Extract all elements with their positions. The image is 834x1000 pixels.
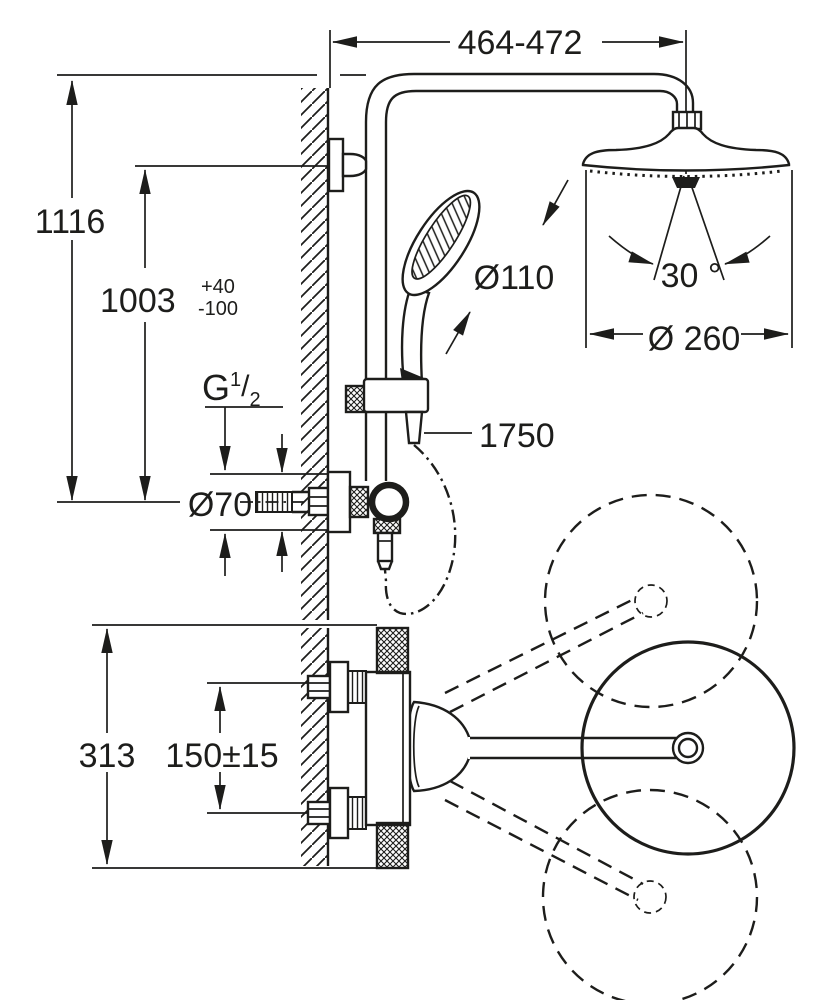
supply-spacing-label: 150±15 [165,737,278,775]
hand-shower-face [411,194,472,280]
thread-size-label: G1/2 [202,367,261,411]
hose-length-label: 1750 [479,417,555,455]
wall-section [301,88,330,620]
headshower-position-down-dashed [541,788,759,1000]
thermostat-handle-right [375,821,410,870]
top-width-label: 464-472 [458,24,583,62]
hose-length-dimension: 1750 [424,417,555,455]
hand-shower [400,189,481,385]
wall-hatch [301,88,328,620]
shower-rail-and-pipe [364,72,703,481]
spray-angle-dimension: 30 ° [608,175,771,295]
swivel-arm-up-dashed [444,595,644,714]
supply-hex-nut [307,486,330,517]
handshower-diameter-label: Ø110 [474,259,555,297]
valve-side-view [255,470,410,571]
supply-spacing-dimension: 150±15 [165,686,279,810]
valve-escutcheon [326,470,352,534]
thermostat-handle-left [375,626,410,675]
headshower-diameter-label: Ø 260 [648,320,741,358]
hose-outlet-cone [404,410,424,445]
spray-cone-lines [653,175,725,281]
wall-bracket [327,137,368,193]
valve-connector [348,485,370,519]
escutcheon-diameter-dimension: Ø70 [188,434,348,572]
horizontal-shower-arm [414,72,660,93]
ball-joint-plan-inner [677,737,699,759]
shower-rail [364,122,388,481]
plan-arm [406,700,676,793]
shower-hose [383,444,457,616]
overall-height-dimension: 1116 [35,80,106,501]
plan-overall-dimension: 313 [79,628,136,865]
connection-height-tol-plus: +40 [201,276,235,298]
escutcheon-diameter-label: Ø70 [188,486,252,524]
connection-height-tol-minus: -100 [198,298,238,320]
center-nozzle [672,177,700,188]
reference-lines [57,30,687,503]
spray-nozzle-row [589,169,783,178]
headshower-diameter-dimension: Ø 260 [585,170,793,358]
plan-overall-label: 313 [79,737,136,775]
overall-height-label: 1116 [35,203,106,241]
handshower-holder [344,368,430,445]
head-shower [581,126,791,188]
valve-knob [368,481,410,523]
connection-height-label: 1003 [100,282,176,320]
side-view: 30 ° Ø 260 464-472 1116 1003 +40 -100 [35,24,793,620]
plan-wall-section [301,628,330,866]
plan-wall-hatch [301,628,328,866]
plan-view: 313 150±15 [79,493,796,1000]
hose-union-nut [372,517,402,535]
plan-reference-lines [92,624,377,869]
plan-arm-pipe [470,736,676,760]
supply-fitting-top [306,660,367,714]
top-width-dimension: 464-472 [332,24,684,62]
headshower-position-up-dashed [543,493,759,709]
headshower-position-solid [580,640,796,856]
swivel-positions [444,493,759,1000]
headshower-outline-plan [580,640,796,856]
connection-height-dimension: 1003 +40 -100 [100,169,238,501]
thermostat-plan [364,626,412,870]
thread-size-label-group: G1/2 [202,367,283,576]
holder-body [362,377,430,414]
supply-fitting-bottom [306,786,367,840]
supply-nipple-thread [255,491,293,513]
hose-outlet-tube [376,531,394,563]
handshower-diameter-dimension: Ø110 [445,179,569,355]
swivel-arm-down-dashed [444,779,644,902]
hand-shower-handle [400,285,431,385]
spray-angle-label: 30 ° [661,257,722,295]
